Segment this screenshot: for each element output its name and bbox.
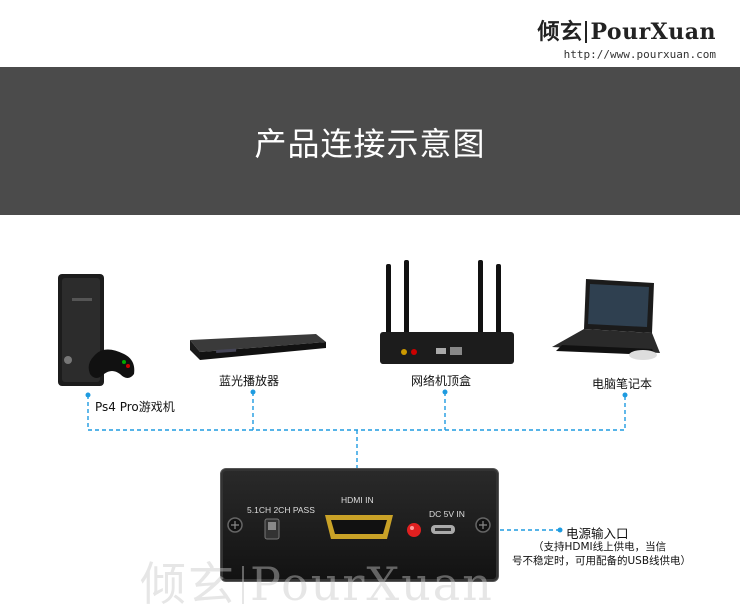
label-settop: 网络机顶盒 xyxy=(411,374,472,388)
node-bluray xyxy=(250,389,256,395)
game-console-icon xyxy=(58,274,135,386)
watermark: 倾玄 PourXuan xyxy=(140,548,494,614)
node-ps4 xyxy=(85,392,91,398)
logo-divider xyxy=(585,21,588,43)
power-note-line2: 号不稳定时，可用配备的USB线供电） xyxy=(512,555,692,567)
power-note-line1: （支持HDMI线上供电，当信 xyxy=(533,541,667,553)
logo-en-text: PourXuan xyxy=(590,19,716,45)
node-settop xyxy=(442,389,448,395)
brand-url: http://www.pourxuan.com xyxy=(563,48,716,61)
brand-logo: 倾玄 PourXuan http://www.pourxuan.com xyxy=(537,14,716,61)
settop-box-icon xyxy=(380,260,514,364)
node-power-label xyxy=(557,527,563,533)
label-laptop: 电脑笔记本 xyxy=(592,377,653,391)
title-banner: 产品连接示意图 xyxy=(0,67,740,215)
dc-in-label: DC 5V IN xyxy=(429,509,465,519)
banner-title: 产品连接示意图 xyxy=(254,125,486,163)
hdmi-in-label: HDMI IN xyxy=(341,495,374,505)
bluray-player-icon xyxy=(190,334,326,360)
watermark-cn: 倾玄 xyxy=(140,557,236,611)
switch-label: 5.1CH 2CH PASS xyxy=(247,505,315,515)
status-led-icon xyxy=(407,523,421,537)
label-ps4: Ps4 Pro游戏机 xyxy=(95,400,175,414)
laptop-icon xyxy=(552,279,660,360)
node-laptop xyxy=(622,392,628,398)
watermark-en: PourXuan xyxy=(250,557,494,611)
label-bluray: 蓝光播放器 xyxy=(219,374,280,388)
power-input-title: 电源输入口 xyxy=(566,526,629,541)
device-panel xyxy=(227,515,491,540)
logo-cn-text: 倾玄 xyxy=(537,19,583,45)
audio-extractor-device: 5.1CH 2CH PASS HDMI IN DC 5V IN xyxy=(220,468,499,582)
